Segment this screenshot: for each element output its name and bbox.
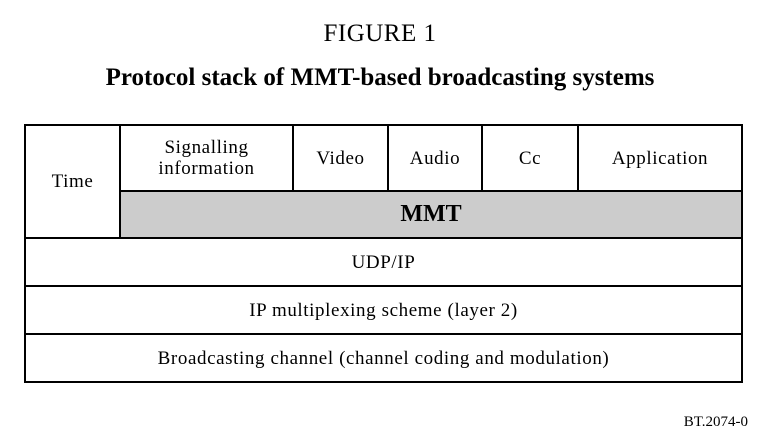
protocol-stack-diagram: Time Signalling information Video Audio … [24,124,743,383]
audio-cell: Audio [387,124,483,192]
figure-id: BT.2074-0 [683,414,748,430]
application-cell: Application [577,124,743,192]
ip-multiplexing-label: IP multiplexing scheme (layer 2) [249,299,518,321]
broadcasting-channel-label: Broadcasting channel (channel coding and… [157,347,610,369]
cc-cell: Cc [481,124,579,192]
broadcasting-channel-layer: Broadcasting channel (channel coding and… [24,333,743,383]
application-label: Application [611,147,709,169]
figure-number: FIGURE 1 [323,20,437,47]
time-cell: Time [24,124,121,239]
time-label: Time [51,171,94,192]
cc-label: Cc [518,147,542,169]
signalling-information-label: Signalling information [158,137,255,179]
video-cell: Video [292,124,389,192]
signalling-information-cell: Signalling information [119,124,294,192]
video-label: Video [316,147,365,169]
udp-ip-layer: UDP/IP [24,237,743,287]
ip-multiplexing-layer: IP multiplexing scheme (layer 2) [24,285,743,335]
mmt-label: MMT [400,201,462,227]
figure-title: Protocol stack of MMT-based broadcasting… [105,64,655,91]
udp-ip-label: UDP/IP [351,251,416,273]
mmt-layer: MMT [119,190,743,239]
audio-label: Audio [409,147,461,169]
